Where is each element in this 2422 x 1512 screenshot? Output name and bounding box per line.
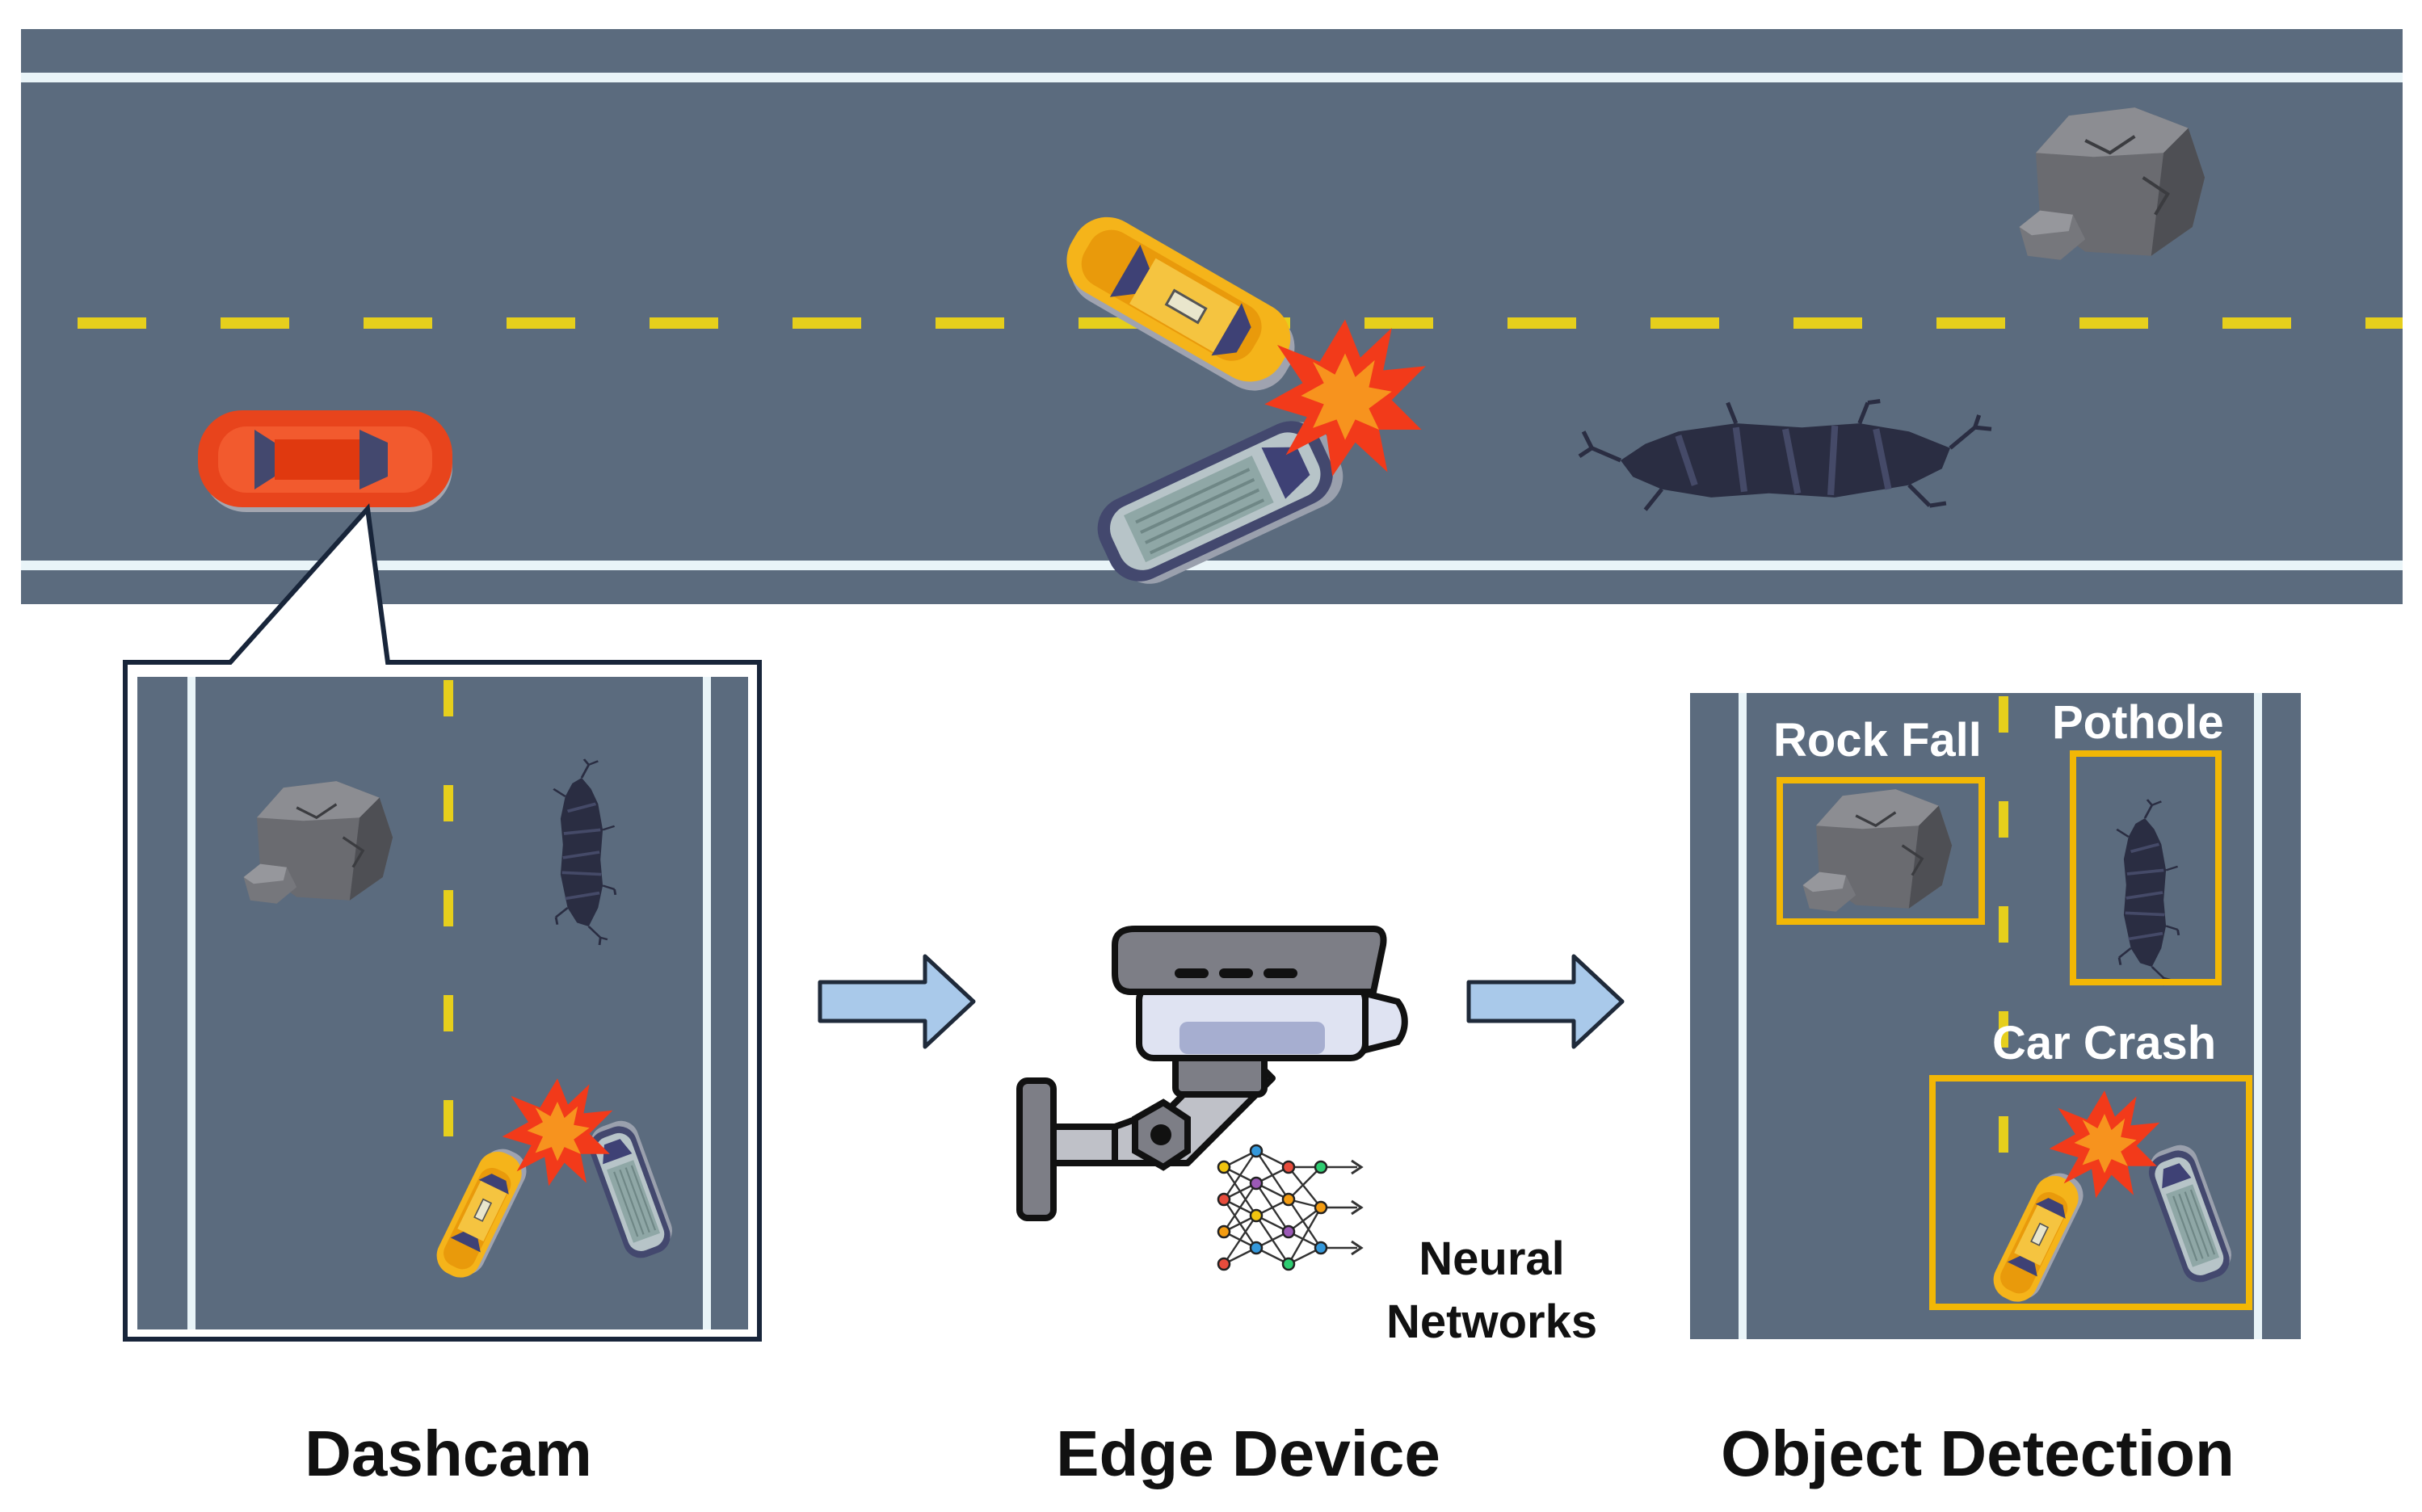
object-detection-caption: Object Detection	[1721, 1418, 2235, 1489]
edge-device-caption: Edge Device	[1056, 1418, 1440, 1489]
dashcam-caption: Dashcam	[305, 1418, 592, 1489]
dashcam-view	[123, 503, 762, 1342]
car-crash-bounding-box	[1929, 1075, 2252, 1310]
car-crash-label: Car Crash	[1992, 1017, 2217, 1069]
rock-fall-bounding-box	[1777, 777, 1985, 925]
detection-view	[1690, 693, 2301, 1339]
neural-network-label-line2: Networks	[1386, 1296, 1598, 1349]
security-camera-icon	[1016, 926, 1408, 1221]
neural-network-label: Neural Networks	[1386, 1228, 1597, 1354]
neural-network-icon	[1217, 1144, 1364, 1271]
pothole-label: Pothole	[2052, 696, 2224, 749]
right-arrow-icon	[820, 956, 973, 1047]
red-car-icon	[198, 410, 452, 512]
neural-network-label-line1: Neural	[1419, 1233, 1565, 1285]
rock-fall-label: Rock Fall	[1773, 714, 1982, 766]
pothole-bounding-box	[2070, 750, 2222, 985]
right-arrow-icon	[1469, 956, 1622, 1047]
